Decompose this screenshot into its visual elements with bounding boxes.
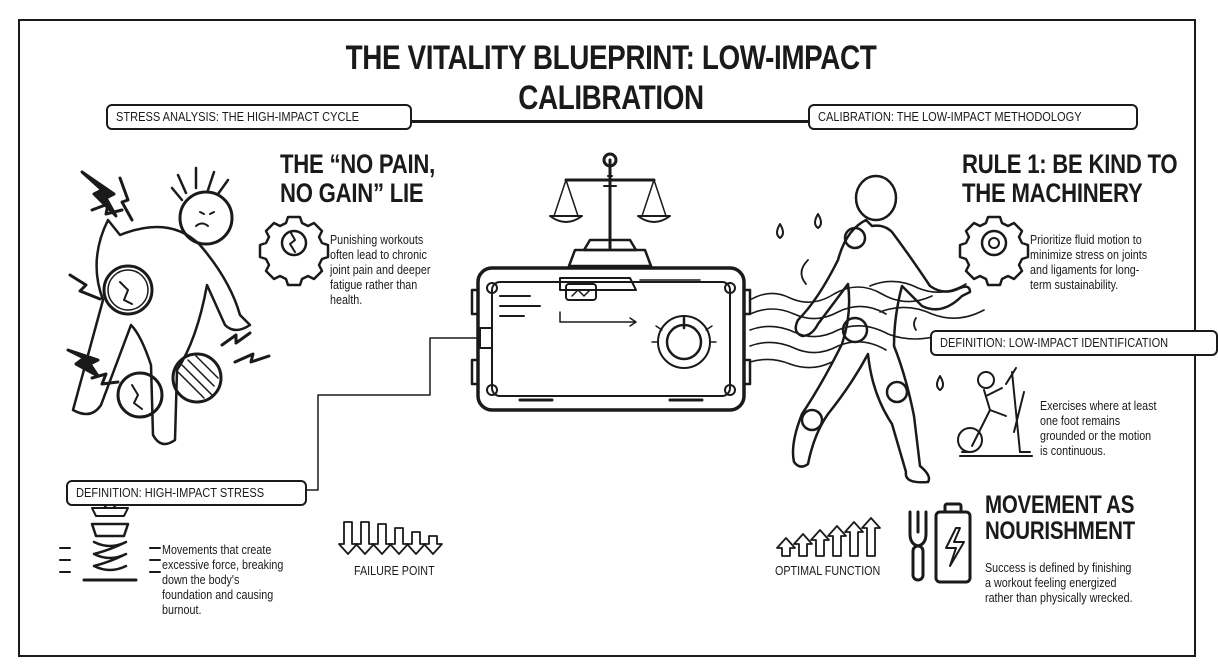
failure-point-caption: FAILURE POINT <box>354 564 448 578</box>
connector-line <box>254 337 479 491</box>
definition-tag-low-impact: DEFINITION: LOW-IMPACT IDENTIFICATION <box>930 330 1218 356</box>
stressed-figure-icon <box>66 166 271 446</box>
no-pain-description: Punishing workouts often lead to chronic… <box>330 218 466 323</box>
heading-line: NOURISHMENT <box>985 517 1135 545</box>
heading-line: NO GAIN” LIE <box>280 178 424 208</box>
fork-icon <box>908 510 928 582</box>
calibration-machine-icon <box>470 152 752 412</box>
definition-tag-label: DEFINITION: HIGH-IMPACT STRESS <box>76 485 265 500</box>
heading-rule-1: RULE 1: BE KIND TO THE MACHINERY <box>962 150 1218 208</box>
rule-1-text: Prioritize fluid motion to minimize stre… <box>1030 233 1148 292</box>
heading-line: THE “NO PAIN, <box>280 149 436 179</box>
broken-gear-icon <box>258 215 330 287</box>
low-impact-text: Exercises where at least one foot remain… <box>1040 399 1157 458</box>
elliptical-machine-icon <box>957 367 1033 457</box>
definition-tag-label: DEFINITION: LOW-IMPACT IDENTIFICATION <box>940 335 1169 350</box>
section-tag-label: STRESS ANALYSIS: THE HIGH-IMPACT CYCLE <box>116 109 359 124</box>
no-pain-text: Punishing workouts often lead to chronic… <box>330 233 431 307</box>
optimal-function-caption: OPTIMAL FUNCTION <box>775 564 897 578</box>
compressed-spring-icon <box>59 503 161 582</box>
high-impact-description: Movements that create excessive force, b… <box>162 528 312 633</box>
section-tag-label: CALIBRATION: THE LOW-IMPACT METHODOLOGY <box>818 109 1082 124</box>
heading-movement-nourishment: MOVEMENT AS NOURISHMENT <box>985 492 1168 544</box>
heading-line: RULE 1: BE KIND TO <box>962 149 1178 179</box>
definition-tag-high-impact: DEFINITION: HIGH-IMPACT STRESS <box>66 480 308 506</box>
heading-no-pain: THE “NO PAIN, NO GAIN” LIE <box>280 150 469 208</box>
rule-1-description: Prioritize fluid motion to minimize stre… <box>1030 218 1180 308</box>
failure-point-label: FAILURE POINT <box>354 564 435 578</box>
low-impact-description: Exercises where at least one foot remain… <box>1040 384 1176 474</box>
page-title: THE VITALITY BLUEPRINT: LOW-IMPACT CALIB… <box>303 38 919 123</box>
section-tag-calibration: CALIBRATION: THE LOW-IMPACT METHODOLOGY <box>808 104 1139 130</box>
optimal-function-label: OPTIMAL FUNCTION <box>775 564 881 578</box>
nourishment-description: Success is defined by finishing a workou… <box>985 546 1161 621</box>
walking-figure-icon <box>776 174 972 484</box>
battery-charging-icon <box>934 502 972 584</box>
heading-line: THE MACHINERY <box>962 178 1143 208</box>
nourishment-text: Success is defined by finishing a workou… <box>985 561 1133 605</box>
down-arrows-icon <box>338 521 443 555</box>
section-tag-stress-analysis: STRESS ANALYSIS: THE HIGH-IMPACT CYCLE <box>106 104 412 130</box>
flow-lines <box>749 280 985 369</box>
heading-line: MOVEMENT AS <box>985 491 1135 519</box>
up-arrows-icon <box>776 517 881 557</box>
gear-icon <box>958 215 1030 287</box>
high-impact-text: Movements that create excessive force, b… <box>162 543 284 617</box>
